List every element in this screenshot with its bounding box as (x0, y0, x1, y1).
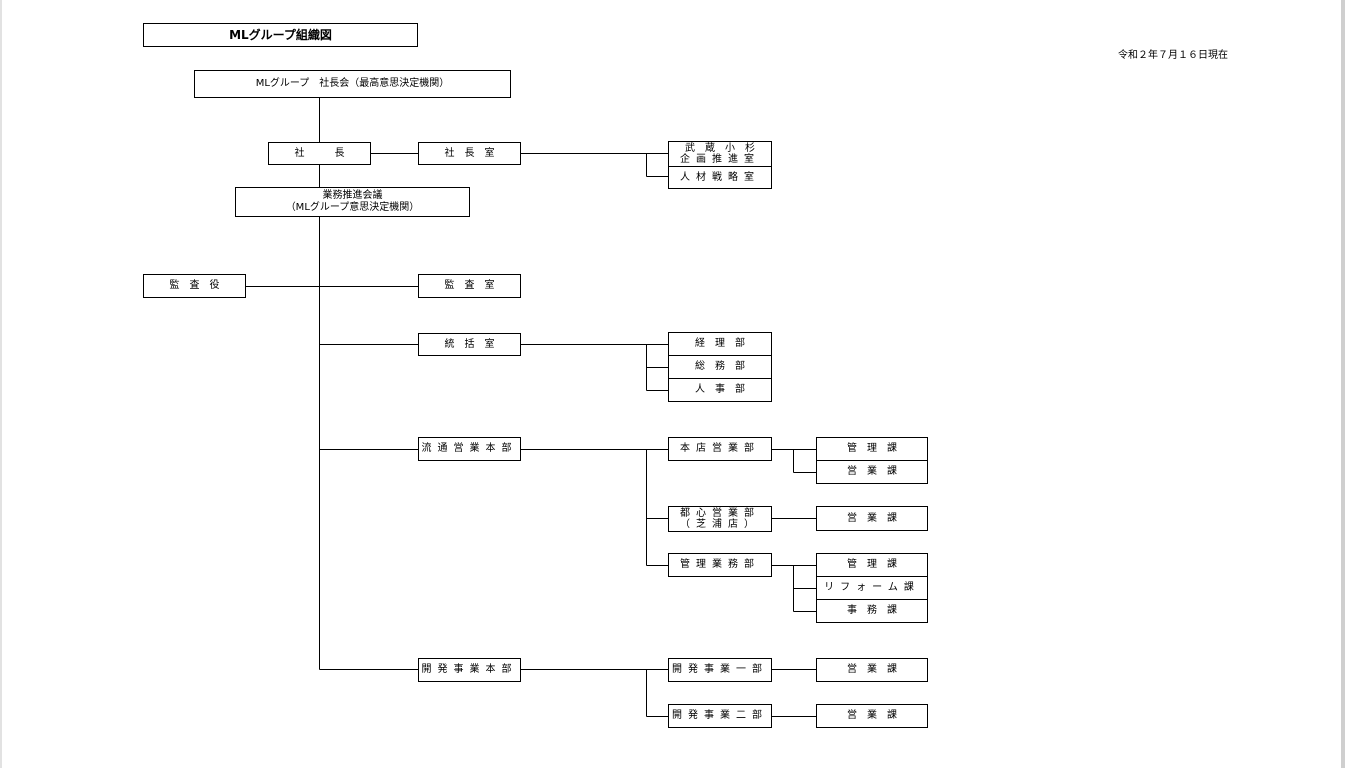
node-development-1-sales-label: 営 業 課 (847, 664, 897, 675)
node-mgmt-section: 管 理 課 (816, 553, 928, 577)
node-general-affairs: 総 務 部 (668, 355, 772, 379)
node-mgmt-section-label: 管 理 課 (847, 559, 897, 570)
node-office-section: 事 務 課 (816, 599, 928, 623)
node-board-label: MLグループ 社長会（最高意思決定機関） (255, 78, 450, 89)
chart-title-box: MLグループ組織図 (143, 23, 418, 47)
node-main-mgmt-section: 管 理 課 (816, 437, 928, 461)
node-council-line2: （MLグループ意思決定機関） (285, 202, 420, 213)
node-accounting: 経 理 部 (668, 332, 772, 356)
node-council-line1: 業務推進会議 (322, 190, 383, 201)
node-hr-strategy: 人材戦略室 (668, 166, 772, 189)
node-development-1-sales: 営 業 課 (816, 658, 928, 682)
node-personnel-label: 人 事 部 (695, 384, 745, 395)
node-auditor-label: 監 査 役 (169, 280, 220, 291)
node-main-store-sales-label: 本店営業部 (680, 443, 760, 454)
as-of-date: 令和２年７月１６日現在 (1118, 50, 1228, 61)
node-personnel: 人 事 部 (668, 378, 772, 402)
page-left-edge (0, 0, 2, 768)
node-board: MLグループ 社長会（最高意思決定機関） (194, 70, 511, 98)
node-development-2-sales-label: 営 業 課 (847, 710, 897, 721)
node-musashi-line1: 武 蔵 小 杉 (685, 143, 755, 154)
node-reform-section: リフォーム課 (816, 576, 928, 600)
node-distribution-hq-label: 流通営業本部 (421, 443, 518, 454)
node-main-sales-section-label: 営 業 課 (847, 466, 897, 477)
node-main-store-sales: 本店営業部 (668, 437, 772, 461)
node-mgmt-operations: 管理業務部 (668, 553, 772, 577)
node-accounting-label: 経 理 部 (695, 338, 745, 349)
node-development-1-label: 開発事業一部 (672, 664, 768, 675)
node-office-section-label: 事 務 課 (847, 605, 897, 616)
node-control-office-label: 統 括 室 (444, 338, 495, 350)
node-development-hq: 開発事業本部 (418, 658, 521, 682)
node-central-sales-section: 営 業 課 (816, 506, 928, 531)
node-president-office: 社 長 室 (418, 142, 521, 165)
node-president-label: 社 長 (294, 147, 345, 159)
node-control-office: 統 括 室 (418, 333, 521, 356)
node-distribution-hq: 流通営業本部 (418, 437, 521, 461)
node-main-mgmt-section-label: 管 理 課 (847, 443, 897, 454)
page-right-edge (1341, 0, 1345, 768)
node-musashi-kosugi: 武 蔵 小 杉 企画推進室 (668, 141, 772, 167)
node-mgmt-operations-label: 管理業務部 (680, 559, 760, 570)
node-development-1: 開発事業一部 (668, 658, 772, 682)
node-central-sales-line2: （芝浦店） (680, 519, 760, 530)
node-central-sales-line1: 都心営業部 (680, 508, 760, 519)
node-development-hq-label: 開発事業本部 (421, 664, 518, 675)
node-development-2-sales: 営 業 課 (816, 704, 928, 728)
node-central-sales-section-label: 営 業 課 (847, 512, 897, 524)
node-audit-office-label: 監 査 室 (444, 280, 495, 291)
node-audit-office: 監 査 室 (418, 274, 521, 298)
node-musashi-line2: 企画推進室 (680, 154, 760, 165)
node-business-promotion-council: 業務推進会議 （MLグループ意思決定機関） (235, 187, 470, 217)
node-central-sales: 都心営業部 （芝浦店） (668, 506, 772, 532)
node-president-office-label: 社 長 室 (444, 147, 495, 159)
node-development-2: 開発事業二部 (668, 704, 772, 728)
node-development-2-label: 開発事業二部 (672, 710, 768, 721)
chart-title: MLグループ組織図 (229, 28, 332, 42)
node-president: 社 長 (268, 142, 371, 165)
node-auditor: 監 査 役 (143, 274, 246, 298)
node-main-sales-section: 営 業 課 (816, 460, 928, 484)
node-general-affairs-label: 総 務 部 (695, 361, 745, 372)
node-hr-strategy-label: 人材戦略室 (680, 171, 760, 183)
node-reform-section-label: リフォーム課 (824, 582, 920, 593)
